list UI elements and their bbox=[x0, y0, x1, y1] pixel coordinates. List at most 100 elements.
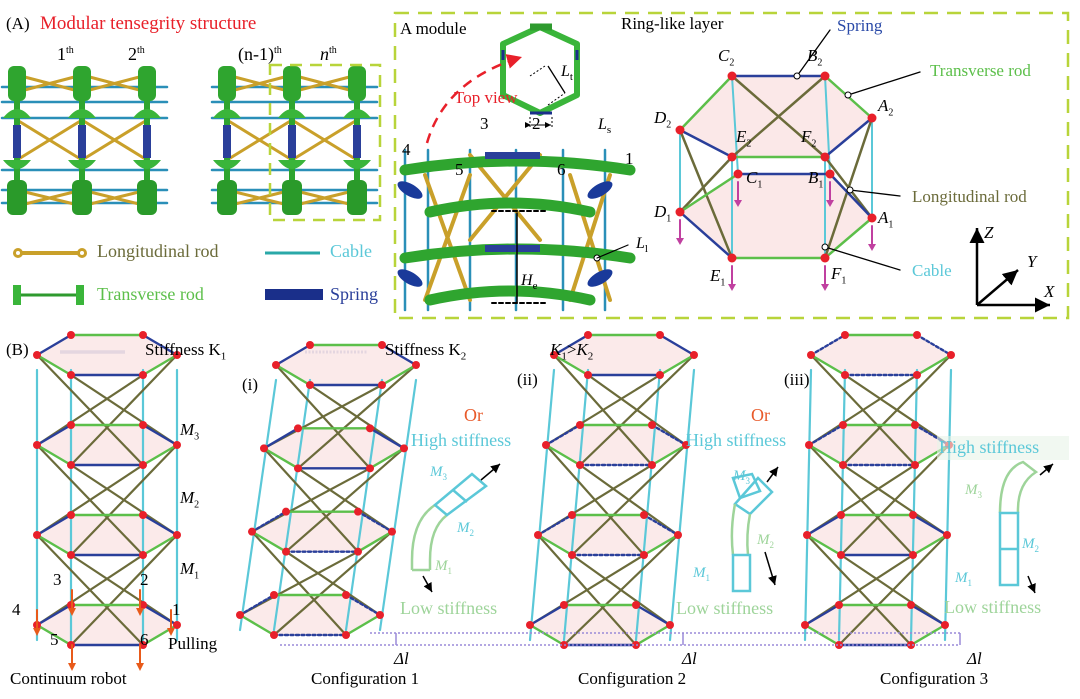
spring-edge bbox=[807, 423, 845, 447]
node-dot bbox=[282, 547, 290, 556]
cable bbox=[238, 378, 278, 632]
node-dot bbox=[909, 511, 917, 519]
spring bbox=[13, 125, 21, 158]
spring-edge bbox=[35, 333, 73, 357]
dim-lt: Lt bbox=[561, 63, 573, 84]
spring bbox=[223, 125, 231, 158]
callout-cable: Cable bbox=[912, 261, 952, 280]
transverse-rod bbox=[399, 155, 636, 176]
node-label-C2: C2 bbox=[718, 46, 735, 69]
spring-edge bbox=[380, 343, 418, 367]
longitudinal-rod bbox=[568, 173, 612, 302]
config-3-m1: M1 bbox=[955, 570, 972, 588]
module-node-4: 4 bbox=[402, 140, 411, 159]
legend-k2-label: Stiffness K2 bbox=[385, 340, 467, 363]
callout-line bbox=[847, 71, 921, 96]
spring-edge bbox=[35, 423, 73, 447]
module-node-6: 6 bbox=[557, 160, 566, 179]
node-dot bbox=[947, 351, 955, 359]
ring-edge bbox=[678, 74, 734, 132]
spring-edge bbox=[528, 603, 566, 627]
node-dot bbox=[33, 351, 41, 359]
spring-edge bbox=[909, 603, 947, 627]
longitudinal-rod bbox=[841, 353, 953, 467]
node-dot bbox=[835, 601, 843, 609]
node-dot bbox=[584, 371, 592, 379]
longitudinal-rod bbox=[35, 353, 145, 467]
node-dot bbox=[173, 621, 181, 629]
spring bbox=[288, 125, 296, 158]
longitudinal-rod bbox=[15, 118, 84, 162]
cable bbox=[909, 368, 919, 642]
longitudinal-rod bbox=[15, 188, 84, 208]
stiffness-relation: K1>K2 bbox=[550, 340, 594, 363]
node-label-A2: A2 bbox=[878, 96, 894, 119]
joint bbox=[133, 109, 161, 118]
config-3-m2: M2 bbox=[1022, 536, 1039, 554]
spring bbox=[78, 125, 86, 158]
spring-edge bbox=[250, 510, 288, 533]
pull-arrowhead bbox=[826, 200, 834, 207]
node-dot bbox=[839, 461, 847, 469]
node-dot bbox=[306, 381, 314, 389]
longitudinal-rod bbox=[552, 353, 654, 467]
joint bbox=[213, 160, 241, 169]
robot-node-1: 1 bbox=[172, 600, 181, 619]
node-dot bbox=[911, 421, 919, 429]
legend-transverse-rod-label: Transverse rod bbox=[97, 284, 204, 304]
node-dot bbox=[560, 601, 568, 609]
legend-longitudinal-rod-label: Longitudinal rod bbox=[97, 241, 219, 261]
longitudinal-rod bbox=[839, 443, 951, 557]
transverse-node bbox=[283, 66, 301, 101]
config-3-low-stiffness: Low stiffness bbox=[944, 597, 1042, 617]
transverse-node bbox=[217, 180, 237, 215]
transverse-rod bbox=[344, 613, 382, 637]
node-dot bbox=[67, 331, 75, 339]
spring bbox=[485, 245, 540, 252]
node-dot bbox=[67, 461, 75, 469]
longitudinal-rod bbox=[296, 363, 418, 470]
node-dot bbox=[67, 371, 75, 379]
longitudinal-rod bbox=[284, 447, 406, 553]
node-dot bbox=[820, 71, 830, 81]
spring-edge bbox=[356, 510, 394, 533]
spring-edge bbox=[35, 603, 73, 627]
node-dot bbox=[913, 331, 921, 339]
spring-edge bbox=[141, 333, 179, 357]
node-dot bbox=[907, 641, 915, 649]
node-dot bbox=[173, 351, 181, 359]
transverse-node bbox=[8, 66, 26, 101]
spring-edge bbox=[544, 423, 582, 447]
node-label-B2: B2 bbox=[807, 46, 823, 69]
node-dot bbox=[412, 361, 420, 369]
module-node-1: 1 bbox=[625, 149, 634, 168]
longitudinal-rod bbox=[730, 74, 827, 159]
longitudinal-rod bbox=[250, 530, 348, 637]
node-dot bbox=[640, 551, 648, 559]
robot-tower-continuum bbox=[33, 331, 181, 649]
node-dot bbox=[366, 424, 374, 433]
cable bbox=[378, 378, 418, 632]
spring-edge bbox=[805, 513, 843, 537]
module-highlight-box bbox=[268, 11, 1070, 320]
robot-tower-config-2 bbox=[526, 331, 698, 649]
cable bbox=[344, 378, 384, 632]
node-dot bbox=[841, 331, 849, 339]
longitudinal-rod bbox=[35, 443, 145, 557]
node-dot bbox=[835, 641, 843, 649]
longitudinal-rod bbox=[15, 73, 84, 94]
cable bbox=[837, 368, 847, 642]
node-dot bbox=[550, 351, 558, 359]
joint bbox=[3, 160, 31, 169]
node-dot bbox=[294, 424, 302, 433]
spring-edge bbox=[911, 513, 949, 537]
longitudinal-rod bbox=[80, 118, 149, 162]
node-dot bbox=[534, 531, 542, 539]
callout-dot bbox=[821, 243, 829, 251]
robot-module-m3: M3 bbox=[180, 420, 200, 443]
longitudinal-rod bbox=[570, 443, 688, 557]
continuum-robot-caption: Continuum robot bbox=[10, 669, 127, 688]
transverse-rod bbox=[35, 443, 73, 467]
transverse-rod bbox=[262, 447, 300, 470]
longitudinal-rod bbox=[468, 153, 542, 242]
